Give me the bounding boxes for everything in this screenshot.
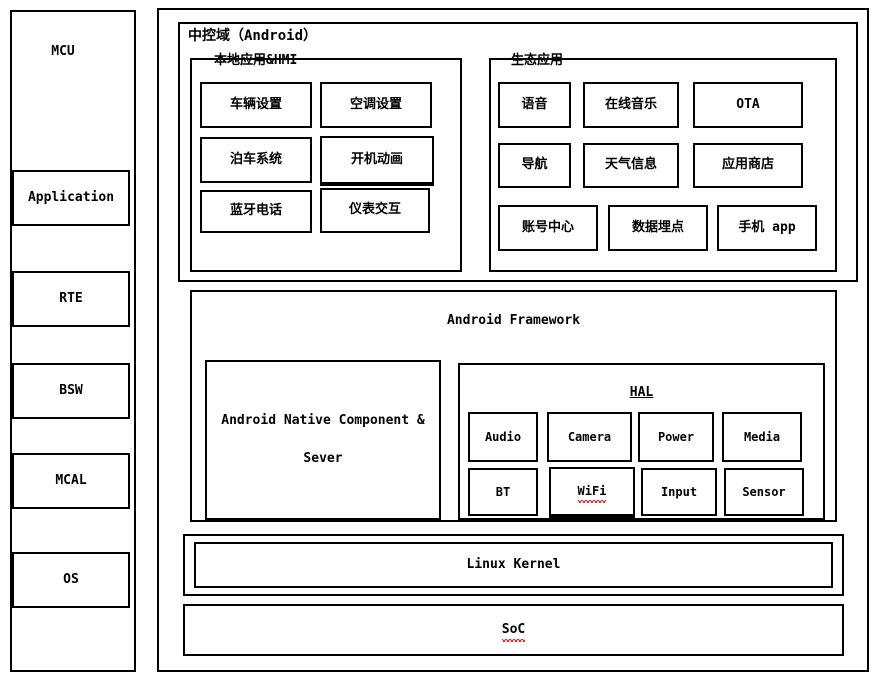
- mcu-item-rte[interactable]: RTE: [12, 271, 130, 327]
- mcu-item-bsw[interactable]: BSW: [12, 363, 130, 419]
- app-vehicle-settings[interactable]: 车辆设置: [200, 82, 312, 128]
- app-cluster-interaction[interactable]: 仪表交互: [320, 188, 430, 233]
- mcu-item-mcal[interactable]: MCAL: [12, 453, 130, 509]
- app-mobile-app[interactable]: 手机 app: [717, 205, 817, 251]
- linux-kernel-box[interactable]: Linux Kernel: [194, 542, 833, 588]
- eco-apps-title: 生态应用: [511, 53, 564, 68]
- native-component-line2: Sever: [303, 451, 343, 466]
- local-apps-title: 本地应用&HMI: [214, 53, 298, 68]
- app-bluetooth-phone[interactable]: 蓝牙电话: [200, 190, 312, 233]
- hal-bt[interactable]: BT: [468, 468, 538, 516]
- app-parking-system[interactable]: 泊车系统: [200, 137, 312, 183]
- hal-wifi-label: WiFi: [577, 484, 607, 503]
- app-navigation[interactable]: 导航: [498, 143, 571, 188]
- soc-label: SoC: [501, 621, 526, 643]
- hal-sensor[interactable]: Sensor: [724, 468, 804, 516]
- android-domain-title: 中控域（Android）: [188, 28, 318, 44]
- app-app-store[interactable]: 应用商店: [693, 143, 803, 188]
- mcu-item-application[interactable]: Application: [12, 170, 130, 226]
- app-weather-info[interactable]: 天气信息: [583, 143, 679, 188]
- app-account-center[interactable]: 账号中心: [498, 205, 598, 251]
- mcu-item-os[interactable]: OS: [12, 552, 130, 608]
- hal-media[interactable]: Media: [722, 412, 802, 462]
- hal-input[interactable]: Input: [641, 468, 717, 516]
- hal-audio[interactable]: Audio: [468, 412, 538, 462]
- hal-power[interactable]: Power: [638, 412, 714, 462]
- native-component-line1: Android Native Component &: [221, 412, 425, 428]
- app-ac-settings[interactable]: 空调设置: [320, 82, 432, 128]
- app-data-tracking[interactable]: 数据埋点: [608, 205, 708, 251]
- hal-camera[interactable]: Camera: [547, 412, 632, 462]
- soc-box[interactable]: SoC: [183, 604, 844, 656]
- app-ota[interactable]: OTA: [693, 82, 803, 128]
- android-native-component-box[interactable]: Android Native Component & Sever: [205, 360, 441, 520]
- app-voice[interactable]: 语音: [498, 82, 571, 128]
- mcu-title: MCU: [51, 44, 75, 59]
- hal-title: HAL: [629, 385, 654, 400]
- hal-wifi[interactable]: WiFi: [549, 467, 635, 518]
- app-boot-animation[interactable]: 开机动画: [320, 136, 434, 186]
- android-framework-title: Android Framework: [446, 313, 581, 328]
- app-online-music[interactable]: 在线音乐: [583, 82, 679, 128]
